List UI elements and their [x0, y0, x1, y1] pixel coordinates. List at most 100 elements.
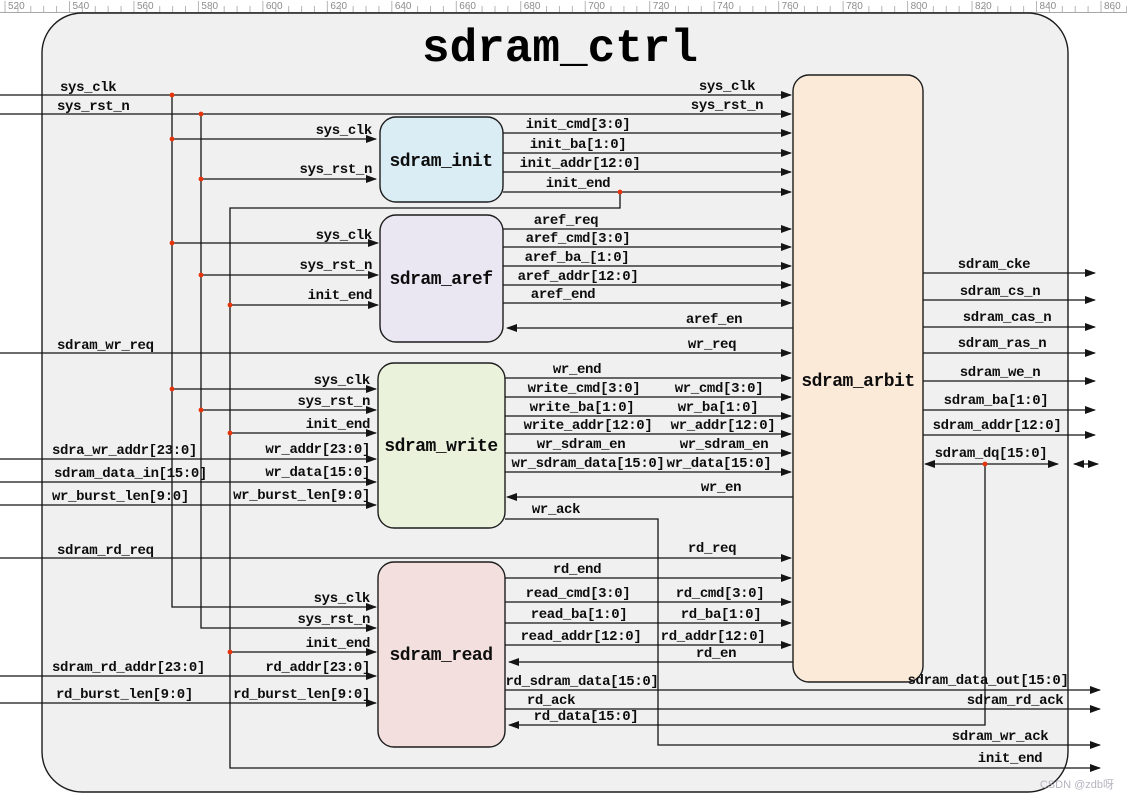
signal-label: rd_en: [696, 646, 736, 662]
junction-dots: [169, 92, 988, 655]
junction-dot: [982, 461, 988, 467]
output-labels: sdram_cke sdram_cs_n sdram_cas_n sdram_r…: [907, 257, 1068, 767]
signal-label: sys_rst_n: [300, 162, 372, 178]
junction-dot: [227, 302, 233, 308]
sdram-write-block[interactable]: [377, 362, 506, 529]
signal-label: sys_clk: [314, 591, 370, 607]
signal-label: wr_data[15:0]: [667, 456, 772, 472]
ruler-number: 860: [1104, 1, 1121, 12]
signal-label: wr_cmd[3:0]: [675, 381, 764, 397]
wire-dq-to-rd-data: [508, 464, 986, 729]
signal-label: aref_cmd[3:0]: [526, 231, 631, 247]
signal-label: sys_rst_n: [300, 258, 372, 274]
ruler-number: 700: [588, 1, 605, 12]
junction-dot: [227, 430, 233, 436]
mid-column-labels: sys_clk sys_rst_n init_cmd[3:0] init_ba[…: [506, 79, 776, 725]
wire-sys-rst-trunk: [200, 114, 377, 632]
ruler-number: 580: [201, 1, 218, 12]
signal-label: sys_clk: [316, 228, 372, 244]
signal-label: rd_addr[12:0]: [661, 629, 766, 645]
signal-label: sdram_data_out[15:0]: [907, 673, 1068, 689]
signal-label: wr_sdram_data[15:0]: [512, 456, 665, 472]
signal-label: init_end: [306, 417, 370, 433]
ruler-number: 720: [653, 1, 670, 12]
signal-label: rd_addr[23:0]: [265, 660, 370, 676]
junction-dot: [169, 240, 175, 246]
signal-label: sys_rst_n: [298, 394, 370, 410]
signal-label: sdram_rd_ack: [967, 693, 1064, 709]
signal-label: sdram_rd_addr[23:0]: [52, 660, 205, 676]
ruler-number: 680: [524, 1, 541, 12]
junction-dot: [198, 111, 204, 117]
signal-label: wr_addr[12:0]: [671, 418, 776, 434]
junction-dot: [227, 649, 233, 655]
signal-label: rd_ba[1:0]: [681, 607, 762, 623]
sdram-aref-block[interactable]: [379, 214, 504, 343]
signal-label: init_cmd[3:0]: [526, 117, 631, 133]
wire-wr-ack: [505, 518, 1101, 749]
ruler-number: 840: [1040, 1, 1057, 12]
signal-label: aref_end: [531, 287, 595, 303]
junction-dot: [198, 272, 204, 278]
signal-label: sdram_wr_req: [57, 338, 154, 354]
ruler-number: 620: [330, 1, 347, 12]
signal-label: sdram_rd_req: [57, 543, 154, 559]
signal-label: read_addr[12:0]: [521, 629, 642, 645]
ruler-number: 640: [395, 1, 412, 12]
ruler-number: 760: [782, 1, 799, 12]
signal-label: aref_ba_[1:0]: [525, 250, 630, 266]
signal-label: wr_burst_len[9:0]: [233, 488, 370, 504]
signal-label: aref_req: [534, 213, 598, 229]
signal-label: rd_data[15:0]: [534, 709, 639, 725]
signal-label: sdram_data_in[15:0]: [54, 466, 207, 482]
signal-label: sdram_wr_ack: [952, 729, 1049, 745]
signal-label: sdram_we_n: [960, 365, 1041, 381]
signal-label: sdram_ras_n: [958, 336, 1047, 352]
signal-label: rd_req: [688, 541, 736, 557]
sdram-init-block[interactable]: [379, 116, 504, 203]
ruler-number: 600: [266, 1, 283, 12]
sdram-arbit-label: sdram_arbit: [801, 372, 914, 392]
signal-label: init_end: [306, 636, 370, 652]
signal-label: aref_addr[12:0]: [518, 269, 639, 285]
signal-label: sys_clk: [699, 79, 755, 95]
signal-label: sdram_dq[15:0]: [935, 446, 1048, 462]
ruler-number: 740: [717, 1, 734, 12]
signal-label: rd_burst_len[9:0]: [233, 687, 370, 703]
signal-label: wr_end: [553, 362, 601, 378]
signal-label: init_ba[1:0]: [530, 137, 627, 153]
signal-label: init_end: [308, 288, 372, 304]
junction-dot: [198, 176, 204, 182]
signal-label: sys_clk: [314, 373, 370, 389]
signal-label: aref_en: [686, 312, 742, 328]
sdram-arbit-block[interactable]: [792, 74, 924, 683]
signal-label: write_ba[1:0]: [530, 400, 635, 416]
signal-label: wr_ba[1:0]: [678, 400, 759, 416]
junction-dot: [198, 407, 204, 413]
signal-label: wr_en: [701, 480, 741, 496]
watermark: CSDN @zdb呀: [1040, 778, 1114, 791]
sdram-read-block[interactable]: [377, 561, 506, 748]
signal-label: sdram_cs_n: [960, 284, 1041, 300]
ruler-number: 780: [846, 1, 863, 12]
signal-label: wr_ack: [532, 502, 580, 518]
signal-label: rd_ack: [527, 693, 575, 709]
signal-label: write_addr[12:0]: [524, 418, 653, 434]
signal-label: sdram_ba[1:0]: [944, 393, 1049, 409]
signal-label: wr_req: [688, 337, 736, 353]
signal-label: rd_end: [553, 562, 601, 578]
signal-label: sys_clk: [60, 80, 116, 96]
junction-dot: [169, 386, 175, 392]
wires: [0, 91, 1101, 772]
ruler-number: 520: [8, 1, 25, 12]
signal-label: sdra_wr_addr[23:0]: [52, 443, 197, 459]
sdram-read-label: sdram_read: [389, 646, 492, 666]
junction-dot: [169, 92, 175, 98]
signal-label: sdram_cas_n: [963, 310, 1052, 326]
sdram-init-label: sdram_init: [389, 152, 492, 172]
signal-label: init_addr[12:0]: [520, 156, 641, 172]
signal-label: read_cmd[3:0]: [526, 586, 631, 602]
